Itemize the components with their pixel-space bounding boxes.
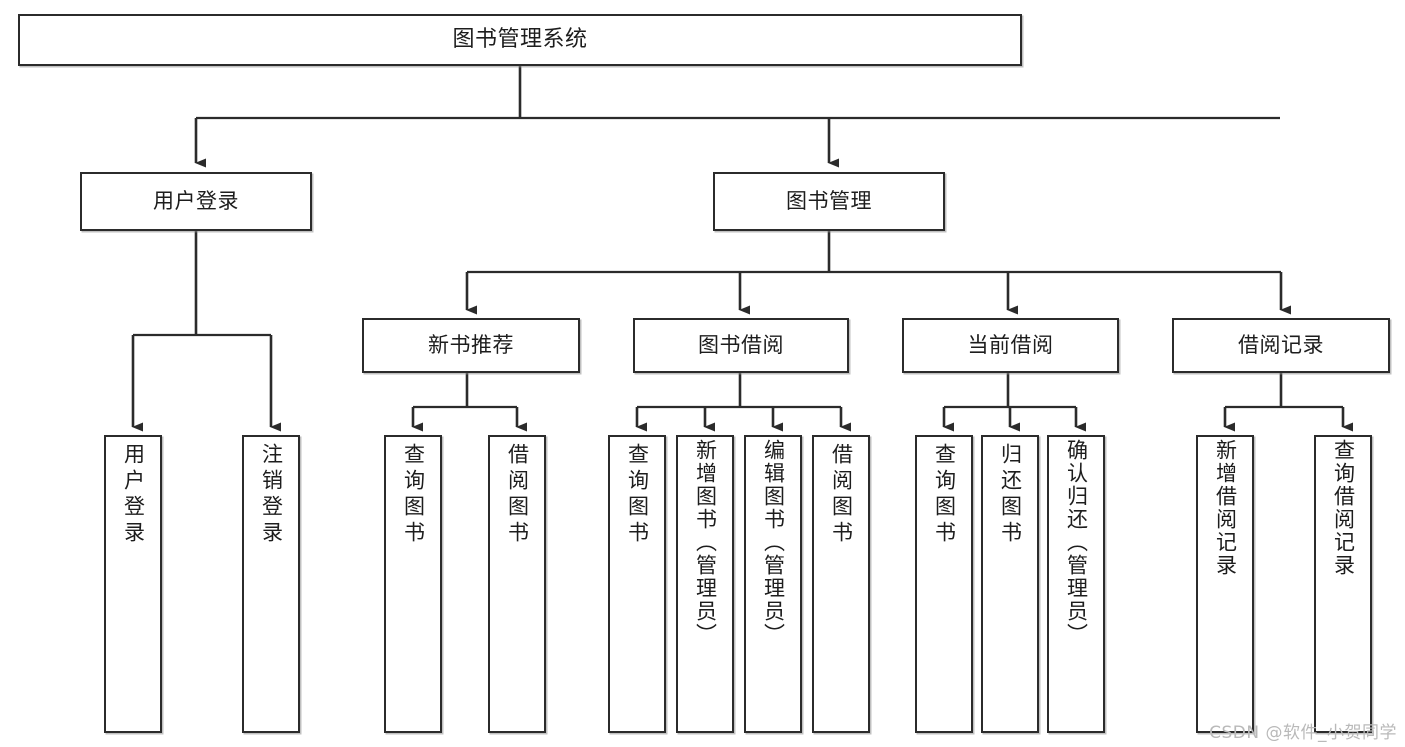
node-label: 新增借阅记录 (1213, 439, 1238, 577)
node-label: 借阅图书 (829, 443, 854, 547)
node-label: 用户登录 (153, 189, 239, 214)
node-label: 借阅图书 (505, 443, 530, 547)
node-borrow-record[interactable]: 借阅记录 (1172, 318, 1390, 373)
node-label: 确认归还（管理员） (1064, 439, 1089, 646)
node-label: 借阅记录 (1238, 333, 1324, 358)
leaf-book-borrow-borrow-book[interactable]: 借阅图书 (812, 435, 870, 733)
node-label: 图书管理系统 (452, 27, 588, 53)
node-root-book-management-system[interactable]: 图书管理系统 (18, 14, 1022, 66)
node-label: 归还图书 (998, 443, 1023, 547)
node-book-borrow[interactable]: 图书借阅 (633, 318, 849, 373)
leaf-new-book-borrow-book[interactable]: 借阅图书 (488, 435, 546, 733)
node-label: 查询图书 (625, 443, 650, 547)
node-new-book-recommend[interactable]: 新书推荐 (362, 318, 580, 373)
node-label: 注销登录 (259, 443, 284, 547)
leaf-book-borrow-edit-book-admin[interactable]: 编辑图书（管理员） (744, 435, 802, 733)
node-label: 图书管理 (786, 189, 872, 214)
leaf-borrow-record-query-record[interactable]: 查询借阅记录 (1314, 435, 1372, 733)
leaf-current-borrow-confirm-return-admin[interactable]: 确认归还（管理员） (1047, 435, 1105, 733)
node-label: 查询图书 (401, 443, 426, 547)
leaf-borrow-record-add-record[interactable]: 新增借阅记录 (1196, 435, 1254, 733)
node-label: 查询借阅记录 (1331, 439, 1356, 577)
node-label: 图书借阅 (698, 333, 784, 358)
leaf-user-login-logout[interactable]: 注销登录 (242, 435, 300, 733)
watermark-text: CSDN @软件_小贺同学 (1209, 723, 1397, 743)
node-label: 查询图书 (932, 443, 957, 547)
node-user-login[interactable]: 用户登录 (80, 172, 312, 231)
node-label: 用户登录 (121, 443, 146, 547)
leaf-user-login-login[interactable]: 用户登录 (104, 435, 162, 733)
leaf-book-borrow-query-book[interactable]: 查询图书 (608, 435, 666, 733)
node-label: 当前借阅 (967, 333, 1054, 358)
node-book-management[interactable]: 图书管理 (713, 172, 945, 231)
node-label: 新书推荐 (428, 333, 514, 358)
leaf-new-book-query-book[interactable]: 查询图书 (384, 435, 442, 733)
leaf-book-borrow-add-book-admin[interactable]: 新增图书（管理员） (676, 435, 734, 733)
node-label: 编辑图书（管理员） (761, 439, 786, 646)
leaf-current-borrow-query-book[interactable]: 查询图书 (915, 435, 973, 733)
node-current-borrow[interactable]: 当前借阅 (902, 318, 1119, 373)
leaf-current-borrow-return-book[interactable]: 归还图书 (981, 435, 1039, 733)
node-label: 新增图书（管理员） (693, 439, 718, 646)
